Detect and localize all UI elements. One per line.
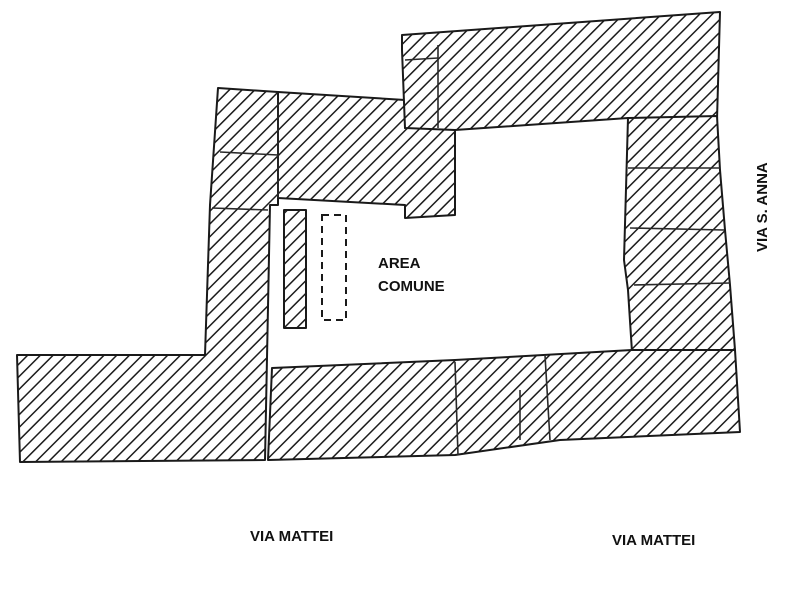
building-right-wing (623, 115, 736, 353)
street-label-bottom-left: VIA MATTEI (250, 528, 333, 545)
building-left-wing (16, 87, 279, 463)
building-top-wing (401, 11, 721, 131)
street-label-bottom-right: VIA MATTEI (612, 532, 695, 549)
courtyard-dashed-outline (321, 214, 347, 321)
street-label-right: VIA S. ANNA (754, 162, 771, 252)
courtyard-hatched-strip (283, 209, 307, 329)
building-bottom-wing (267, 349, 741, 461)
area-label-line2: COMUNE (378, 278, 445, 295)
area-label-line1: AREA (378, 255, 421, 272)
partition-lines (211, 45, 731, 456)
